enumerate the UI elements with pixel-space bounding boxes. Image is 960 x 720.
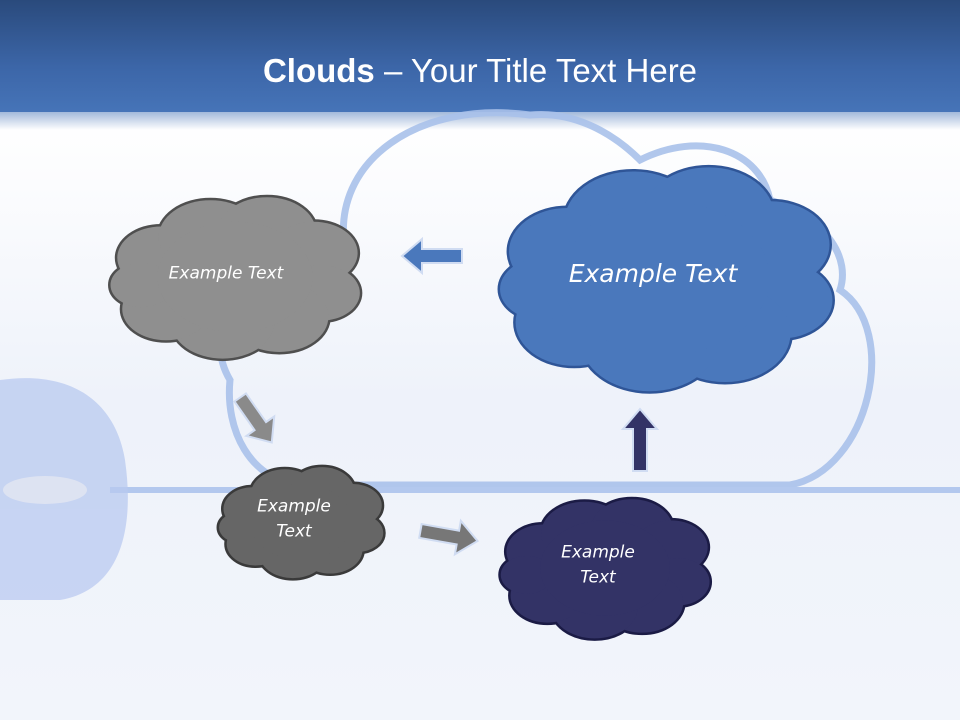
cloud-label-darkgray[interactable]: Example Text xyxy=(257,496,331,541)
arrow-left-icon xyxy=(400,236,463,276)
slide-title: Clouds – Your Title Text Here xyxy=(0,52,960,90)
cloud-puff xyxy=(562,201,770,355)
cloud-navy[interactable] xyxy=(498,496,713,641)
cloud-darkgray[interactable] xyxy=(216,464,386,581)
cloud-puff xyxy=(540,520,670,616)
cloud-puff xyxy=(500,555,553,594)
cloud-puff xyxy=(219,512,260,543)
cloud-puff xyxy=(500,258,583,320)
cloud-label-blue[interactable]: Example Text xyxy=(568,258,738,288)
arrow-up-icon xyxy=(620,407,660,472)
title-bold: Clouds xyxy=(262,52,375,89)
title-rest: – Your Title Text Here xyxy=(374,52,698,89)
cloud-puff xyxy=(249,484,353,560)
cloud-label-gray[interactable]: Example Text xyxy=(168,263,284,284)
arrow-down-right-icon xyxy=(233,392,276,444)
cloud-puff xyxy=(110,262,173,308)
cloud-blue[interactable] xyxy=(497,164,835,394)
title-bar xyxy=(0,0,960,130)
cloud-gray[interactable] xyxy=(108,194,363,362)
cloud-puff xyxy=(157,221,313,333)
cloud-label-navy[interactable]: Example Text xyxy=(561,542,635,587)
arrow-right-icon xyxy=(418,518,480,557)
mouse-image xyxy=(0,378,128,600)
